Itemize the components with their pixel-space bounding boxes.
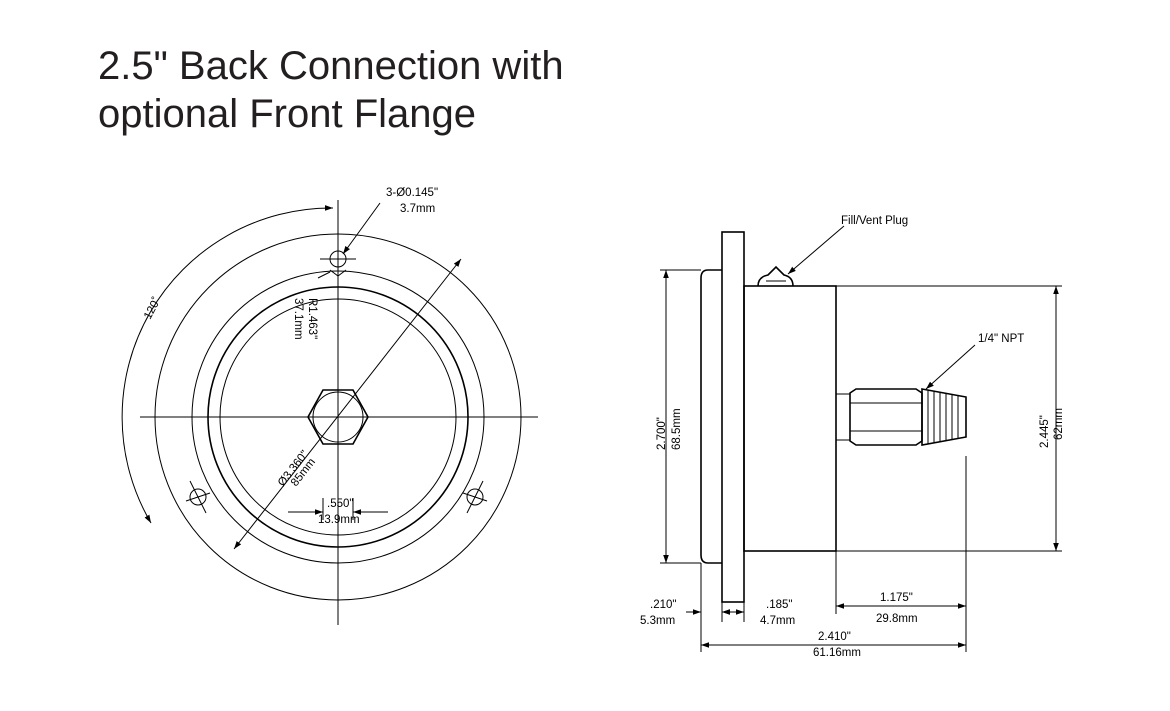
thread-lines xyxy=(927,390,959,444)
bezel-profile xyxy=(700,269,722,564)
npt-label: 1/4" NPT xyxy=(978,333,1024,345)
fill-vent-plug xyxy=(757,265,794,287)
angle-label: 120˚ xyxy=(142,295,163,321)
mounting-hole-right xyxy=(462,480,488,514)
overall-depth-inch: 2.410" xyxy=(818,631,851,643)
front-view: 3-Ø0.145" 3.7mm 120˚ R1.463" 37.1mm Ø3.3… xyxy=(121,187,538,625)
overall-depth-mm: 61.16mm xyxy=(813,647,861,659)
npt-thread xyxy=(921,388,967,446)
title-line-1: 2.5" Back Connection with xyxy=(98,44,564,88)
npt-leader xyxy=(925,344,976,390)
stem-length-mm: 29.8mm xyxy=(876,613,918,625)
hole-callout-qty: 3-Ø0.145" xyxy=(386,187,438,199)
stem-hex xyxy=(849,388,923,446)
side-view: 2.700" 68.5mm 2.445" 62mm .210" 5.3mm .1… xyxy=(640,215,1065,659)
mounting-hole-left xyxy=(185,480,211,514)
page-title: 2.5" Back Connection with optional Front… xyxy=(98,42,564,138)
front-flange xyxy=(721,231,745,603)
hex-inch: .550" xyxy=(327,498,353,510)
hole-callout-mm: 3.7mm xyxy=(400,203,435,215)
radius-inch: R1.463" xyxy=(306,298,318,339)
hole-leader xyxy=(342,202,381,255)
diameter-line xyxy=(233,258,462,550)
title-line-2: optional Front Flange xyxy=(98,92,477,136)
flange-gap-inch: .185" xyxy=(766,599,792,611)
hex-mm: 13.9mm xyxy=(318,514,360,526)
plug-label: Fill/Vent Plug xyxy=(841,215,908,227)
angle-arc xyxy=(121,205,334,524)
stem-neck xyxy=(835,393,851,441)
radius-leader xyxy=(317,271,331,279)
flange-gap-mm: 4.7mm xyxy=(760,615,795,627)
flange-thk-inch: .210" xyxy=(650,599,676,611)
case-height-mm: 62mm xyxy=(1053,408,1065,440)
flange-thk-mm: 5.3mm xyxy=(640,615,675,627)
height-overall-inch: 2.700" xyxy=(656,417,668,450)
height-overall-mm: 68.5mm xyxy=(671,408,683,450)
case-height-inch: 2.445" xyxy=(1039,415,1051,448)
radius-mm: 37.1mm xyxy=(292,298,304,340)
plug-leader xyxy=(787,225,845,275)
case-body xyxy=(743,285,837,552)
stem-length-inch: 1.175" xyxy=(880,592,913,604)
